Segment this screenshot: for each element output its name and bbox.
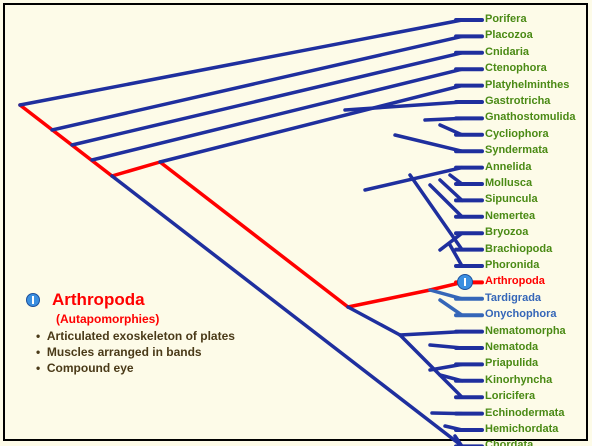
taxon-label-annelida: Annelida <box>485 160 532 173</box>
branch-cnidaria <box>70 51 464 147</box>
bilateria-stem <box>110 160 162 178</box>
taxon-label-cycliophora: Cycliophora <box>485 127 549 140</box>
taxon-label-hemichordata: Hemichordata <box>485 423 559 435</box>
taxon-label-placozoa: Placozoa <box>485 29 533 42</box>
root-branch <box>18 103 114 178</box>
branch-nematomorpha <box>398 329 464 337</box>
branch-platyhelminthes <box>158 83 464 164</box>
legend-item: Muscles arranged in bands <box>36 344 235 360</box>
taxon-label-porifera: Porifera <box>485 13 527 25</box>
branch-phoronida <box>448 243 464 268</box>
branch-placozoa <box>50 34 464 132</box>
clade-syndermata <box>393 133 464 153</box>
taxon-label-sipuncula: Sipuncula <box>485 193 538 206</box>
taxon-label-loricifera: Loricifera <box>485 390 536 403</box>
legend-subtitle: (Autapomorphies) <box>56 312 160 326</box>
panarthropoda-stem <box>346 288 432 309</box>
taxon-label-priapulida: Priapulida <box>485 357 539 370</box>
arthropoda-node-icon <box>457 274 473 290</box>
taxon-label-kinorhyncha: Kinorhyncha <box>485 373 553 386</box>
legend-list: Articulated exoskeleton of plates Muscle… <box>36 328 235 376</box>
taxon-label-gastrotricha: Gastrotricha <box>485 95 551 107</box>
branch-nemertea <box>428 183 464 219</box>
taxon-label-cnidaria: Cnidaria <box>485 45 530 58</box>
legend-item: Compound eye <box>36 360 235 376</box>
taxon-label-ctenophora: Ctenophora <box>485 62 547 75</box>
branch-gastrotricha <box>343 100 464 112</box>
taxon-label-mollusca: Mollusca <box>485 177 533 189</box>
taxon-label-gnathostomulida: Gnathostomulida <box>485 111 576 124</box>
branch-ctenophora <box>90 67 464 162</box>
taxon-label-chordata: Chordata <box>485 439 534 446</box>
deuterostome-branch <box>110 174 464 446</box>
taxon-label-bryozoa: Bryozoa <box>485 226 529 239</box>
legend-title: Arthropoda <box>52 290 145 309</box>
taxon-label-phoronida: Phoronida <box>485 259 540 271</box>
taxon-label-tardigrada: Tardigrada <box>485 291 542 304</box>
branch-sipuncula <box>438 178 464 203</box>
clade-lophophorates <box>408 173 464 252</box>
taxon-label-nematoda: Nematoda <box>485 341 539 353</box>
taxon-label-brachiopoda: Brachiopoda <box>485 242 553 255</box>
legend-info-icon <box>26 293 40 307</box>
clade-scalidophora <box>398 333 464 399</box>
slide-frame <box>3 3 588 441</box>
taxon-label-syndermata: Syndermata <box>485 144 548 157</box>
branch-bryozoa <box>438 231 464 252</box>
branch-onychophora <box>438 298 464 317</box>
protostome-stem <box>158 160 350 309</box>
taxon-label-platyhelminthes: Platyhelminthes <box>485 78 570 91</box>
cycloneuralia-stem <box>346 305 402 337</box>
taxon-label-arthropoda: Arthropoda <box>485 275 545 288</box>
taxon-label-onychophora: Onychophora <box>485 308 557 321</box>
taxon-label-nemertea: Nemertea <box>485 209 536 222</box>
legend-item: Articulated exoskeleton of plates <box>36 328 235 344</box>
taxon-label-echinodermata: Echinodermata <box>485 406 565 419</box>
taxon-label-nematomorpha: Nematomorpha <box>485 324 566 337</box>
branch-porifera <box>18 18 464 107</box>
